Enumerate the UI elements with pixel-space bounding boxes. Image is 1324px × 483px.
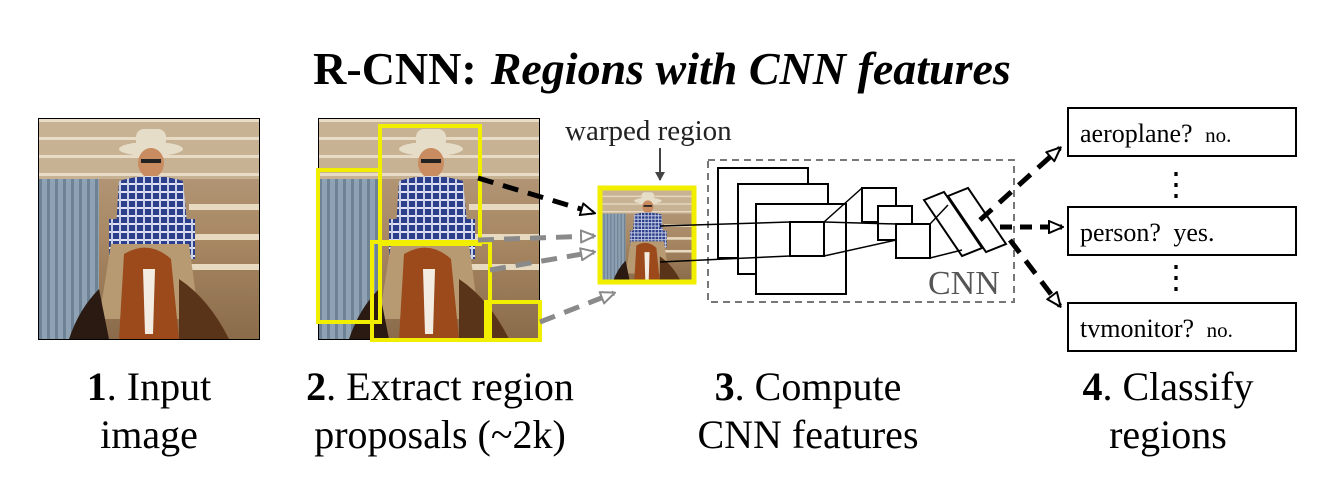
step-4-number: 4 [1082, 364, 1102, 409]
step-2-line2: proposals (~2k) [314, 412, 566, 457]
arrow-proposal-1 [477, 175, 594, 213]
proposal-box-horse [370, 240, 492, 342]
cnn-connections [659, 187, 963, 263]
class-box-tvmonitor: tvmonitor? no. [1067, 302, 1297, 352]
step-2-caption: 2. Extract region proposals (~2k) [306, 364, 574, 457]
title-italic: Regions with CNN features [490, 43, 1011, 94]
class-name-aeroplane: aeroplane? [1080, 119, 1193, 148]
arrow-proposal-3 [489, 252, 594, 273]
warped-region-label: warped region [565, 115, 732, 147]
svg-text:tvmonitor? no.: tvmonitor? no. [1080, 314, 1233, 343]
step-3-number: 3 [715, 364, 735, 409]
step-3-line1: . Compute [735, 364, 902, 409]
step-1-line2: image [100, 412, 198, 457]
step-4-line1: . Classify [1102, 364, 1253, 409]
class-name-person: person? [1080, 218, 1161, 247]
svg-text:1. Input: 1. Input [87, 364, 211, 409]
class-answer-aeroplane: no. [1205, 123, 1231, 147]
arrow-proposal-4 [539, 290, 614, 325]
step-3-caption: 3. Compute CNN features [697, 364, 918, 457]
class-answer-person: yes. [1173, 218, 1214, 247]
cnn-label: CNN [928, 265, 1000, 302]
step-4-caption: 4. Classify regions [1082, 364, 1253, 457]
diagram-title: R-CNN: Regions with CNN features [313, 43, 1011, 94]
proposal-box-left [316, 168, 382, 324]
step-3-line2: CNN features [697, 412, 918, 457]
svg-text:2. Extract region: 2. Extract region [306, 364, 574, 409]
input-image [38, 118, 260, 340]
class-box-person: person? yes. [1067, 206, 1297, 256]
step-4-line2: regions [1109, 412, 1227, 457]
arrow-proposal-2 [477, 236, 594, 240]
step-2-number: 2 [306, 364, 326, 409]
ellipsis-2: ⋮ [1160, 259, 1192, 295]
class-name-tvmonitor: tvmonitor? [1080, 314, 1194, 343]
title-bold: R-CNN: [313, 43, 477, 94]
ellipsis-1: ⋮ [1160, 166, 1192, 202]
warped-region-image [597, 185, 697, 285]
step-1-line1: . Input [107, 364, 211, 409]
svg-text:aeroplane? no.: aeroplane? no. [1080, 119, 1231, 148]
step-1-caption: 1. Input image [87, 364, 211, 457]
svg-text:person? yes.: person? yes. [1080, 218, 1215, 247]
svg-text:4. Classify: 4. Classify [1082, 364, 1253, 409]
cnn-container [707, 159, 1015, 303]
step-1-number: 1 [87, 364, 107, 409]
proposal-image [316, 118, 542, 342]
arrow-to-aeroplane [978, 148, 1060, 222]
svg-text:3. Compute: 3. Compute [715, 364, 902, 409]
class-answer-tvmonitor: no. [1207, 318, 1233, 342]
class-box-aeroplane: aeroplane? no. [1067, 107, 1297, 157]
step-2-line1: . Extract region [326, 364, 574, 409]
arrow-to-tvmonitor [1008, 238, 1060, 306]
